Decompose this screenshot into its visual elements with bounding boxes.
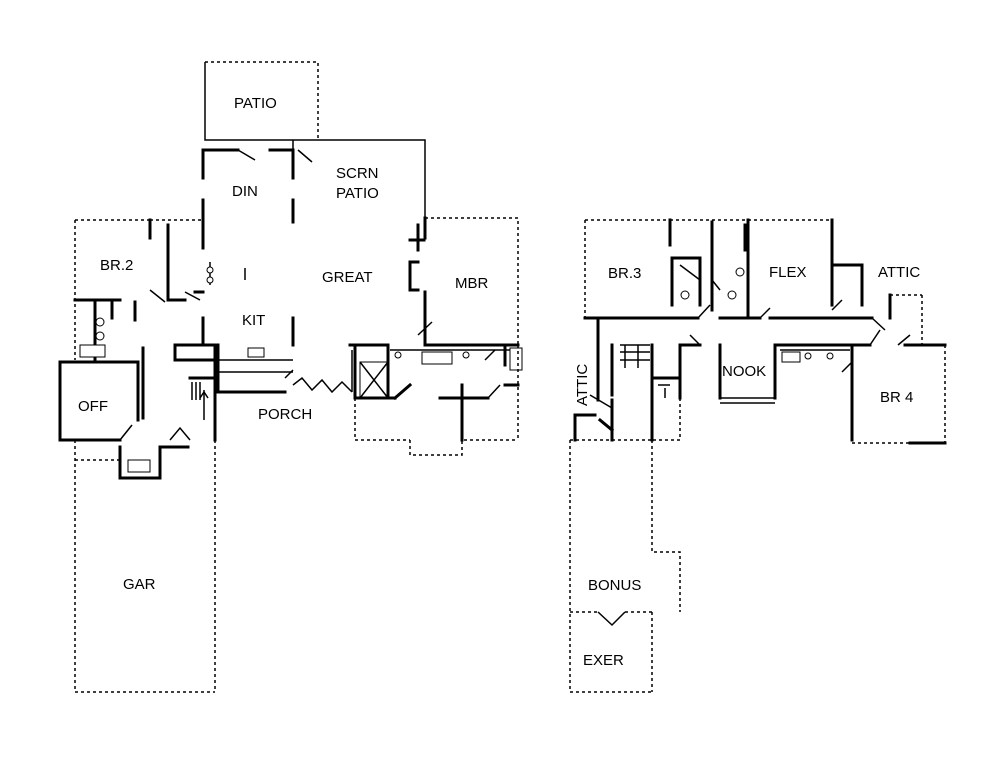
stair-walls	[169, 376, 217, 441]
second-floor	[569, 218, 947, 693]
great-mbr-walls	[348, 216, 520, 347]
label-gar: GAR	[123, 576, 156, 593]
label-attic-right: ATTIC	[878, 264, 920, 281]
label-bonus: BONUS	[588, 577, 641, 594]
label-kit: KIT	[242, 312, 265, 329]
label-br3: BR.3	[608, 265, 641, 282]
br4-walls	[841, 293, 947, 445]
patio-outline	[204, 61, 319, 141]
label-attic-left: ATTIC	[574, 364, 591, 406]
room-labels: PATIO DIN SCRN PATIO GREAT MBR BR.2 KIT …	[78, 95, 920, 669]
office-walls	[58, 346, 145, 442]
bath-walls	[79, 300, 137, 362]
porch-doors	[284, 350, 353, 394]
stair-attic-walls	[573, 343, 682, 442]
label-din: DIN	[232, 183, 258, 200]
label-porch: PORCH	[258, 406, 312, 423]
bonus-exer-walls	[569, 439, 681, 693]
first-floor	[58, 61, 523, 693]
label-exer: EXER	[583, 652, 624, 669]
screened-patio-outline	[292, 139, 426, 218]
label-patio: PATIO	[234, 95, 277, 112]
label-nook: NOOK	[722, 363, 766, 380]
mbr-bath	[353, 343, 523, 456]
garage-walls	[74, 440, 216, 693]
br2-walls	[73, 218, 205, 360]
label-scrn-patio: PATIO	[336, 185, 379, 202]
label-great: GREAT	[322, 269, 373, 286]
dining-walls	[201, 148, 295, 234]
kitchen-walls	[173, 230, 295, 442]
hall-walls	[596, 304, 874, 404]
label-mbr: MBR	[455, 275, 489, 292]
label-off: OFF	[78, 398, 108, 415]
label-br2: BR.2	[100, 257, 133, 274]
label-flex: FLEX	[769, 264, 807, 281]
label-br4: BR 4	[880, 389, 913, 406]
label-scrn: SCRN	[336, 165, 379, 182]
flex-walls	[746, 218, 864, 320]
